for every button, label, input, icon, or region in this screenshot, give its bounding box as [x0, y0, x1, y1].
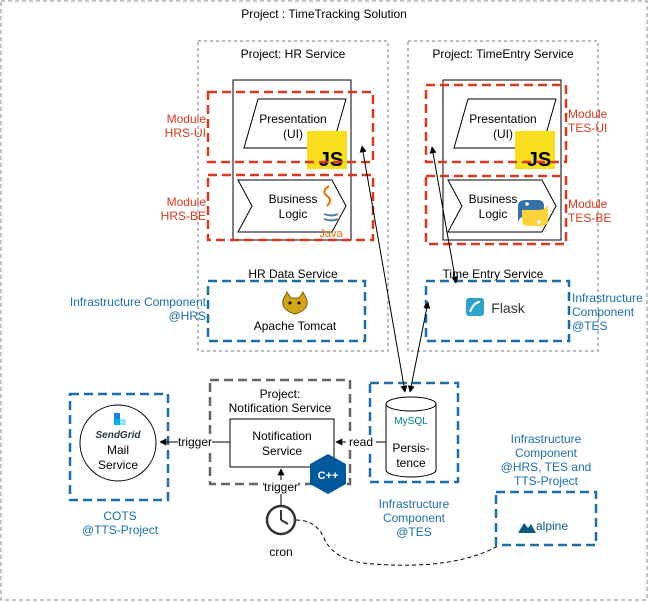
hr-presentation-line1: Presentation [259, 112, 326, 126]
cots-label-1: COTS [103, 509, 136, 523]
tes-ui-module [424, 83, 568, 164]
hrs-be-label-1: Module [167, 195, 207, 209]
notification-title-2: Notification Service [229, 401, 332, 415]
persistence-infra-label-1: Infrastructure [379, 497, 450, 511]
mail-cots-box [68, 392, 170, 502]
project-title: Project : TimeTracking Solution [241, 7, 407, 21]
te-infra-label-3: @TES [572, 319, 608, 333]
hrs-ui-module [206, 90, 375, 164]
persistence-line2: tence [396, 456, 426, 470]
edge-hr-ui-to-persistence [359, 145, 408, 393]
flask-label: Flask [491, 300, 525, 316]
tes-ui-label-1: Module [568, 107, 608, 121]
te-infra-label-2: Component [572, 305, 635, 319]
te-infra-box [424, 279, 571, 343]
tes-ui-label-2: TES-UI [568, 121, 607, 135]
alpine-infra-label-4: TTS-Project [514, 474, 579, 488]
hr-business-line2: Logic [279, 207, 308, 221]
edge-read-label: read [349, 435, 373, 449]
cron-label: cron [269, 545, 292, 559]
te-presentation-line2: (UI) [493, 127, 513, 141]
tes-be-label-2: TES-BE [568, 211, 611, 225]
sendgrid-icon [114, 413, 126, 425]
sendgrid-logo-text: SendGrid [95, 430, 141, 441]
hr-presentation-line2: (UI) [283, 127, 303, 141]
mail-service-line2: Service [98, 458, 138, 472]
hr-data-service-label: HR Data Service [248, 267, 338, 281]
edge-trigger-mail-label: trigger [178, 435, 212, 449]
java-logo-text: Java [319, 228, 343, 240]
alpine-infra-box [494, 490, 598, 547]
cron-clock-icon [265, 504, 297, 536]
mail-service-line1: Mail [107, 443, 129, 457]
edge-trigger-cron-bg [264, 480, 298, 494]
js-logo-te [515, 131, 555, 169]
flask-icon [466, 298, 484, 316]
edge-trigger-mail-bg [178, 435, 212, 449]
hr-business-shape [237, 179, 347, 233]
hr-infra-label-1: Infrastructure Component [70, 295, 207, 309]
cpp-logo: C++ [310, 454, 346, 494]
edge-read-bg [346, 435, 376, 449]
persistence-line1: Persis- [392, 441, 429, 455]
te-presentation-line1: Presentation [469, 112, 536, 126]
time-entry-service-container [407, 40, 599, 352]
alpine-infra-label-2: Component [515, 446, 578, 460]
alpine-icon [518, 523, 536, 533]
python-icon [518, 200, 548, 226]
js-logo-te-text: JS [527, 149, 551, 171]
notification-title-1: Project: [260, 387, 301, 401]
notification-box-line1: Notification [252, 429, 311, 443]
tes-be-label-1: Module [568, 197, 608, 211]
alpine-logo-text: alpine [536, 519, 568, 533]
edge-trigger-cron-label: trigger [264, 480, 298, 494]
cpp-logo-text: C++ [318, 470, 339, 482]
hr-business-line1: Business [269, 192, 318, 206]
persistence-infra-label-3: @TES [396, 525, 432, 539]
te-infra-label-1: Infrastructure [572, 291, 643, 305]
notification-service-box [229, 418, 335, 468]
alpine-infra-label-3: @HRS, TES and [501, 460, 592, 474]
edge-te-ui-to-flask [429, 146, 459, 284]
te-business-line2: Logic [479, 207, 508, 221]
notification-box-line2: Service [262, 444, 302, 458]
mail-service-circle [79, 404, 157, 482]
alpine-infra-label-1: Infrastructure [511, 432, 582, 446]
hrs-ui-label-1: Module [167, 112, 207, 126]
js-logo-hr-text: JS [319, 149, 343, 171]
hr-service-title: Project: HR Service [241, 47, 346, 61]
te-data-service-label: Time Entry Service [443, 267, 544, 281]
persistence-cylinder [385, 396, 437, 478]
edge-flask-to-persistence [407, 301, 431, 393]
te-business-line1: Business [469, 192, 518, 206]
hrs-ui-label-2: HRS-UI [165, 126, 206, 140]
mysql-logo-text: MySQL [394, 416, 428, 427]
tomcat-icon [282, 291, 308, 315]
persistence-infra-label-2: Component [383, 511, 446, 525]
time-entry-service-title: Project: TimeEntry Service [432, 47, 574, 61]
hr-infra-label-2: @HRS [168, 309, 206, 323]
hrs-be-label-2: HRS-BE [161, 209, 206, 223]
cots-label-2: @TTS-Project [82, 523, 159, 537]
tomcat-label: Apache Tomcat [254, 319, 337, 333]
java-logo: Java [319, 185, 343, 240]
tes-be-module [424, 174, 568, 246]
